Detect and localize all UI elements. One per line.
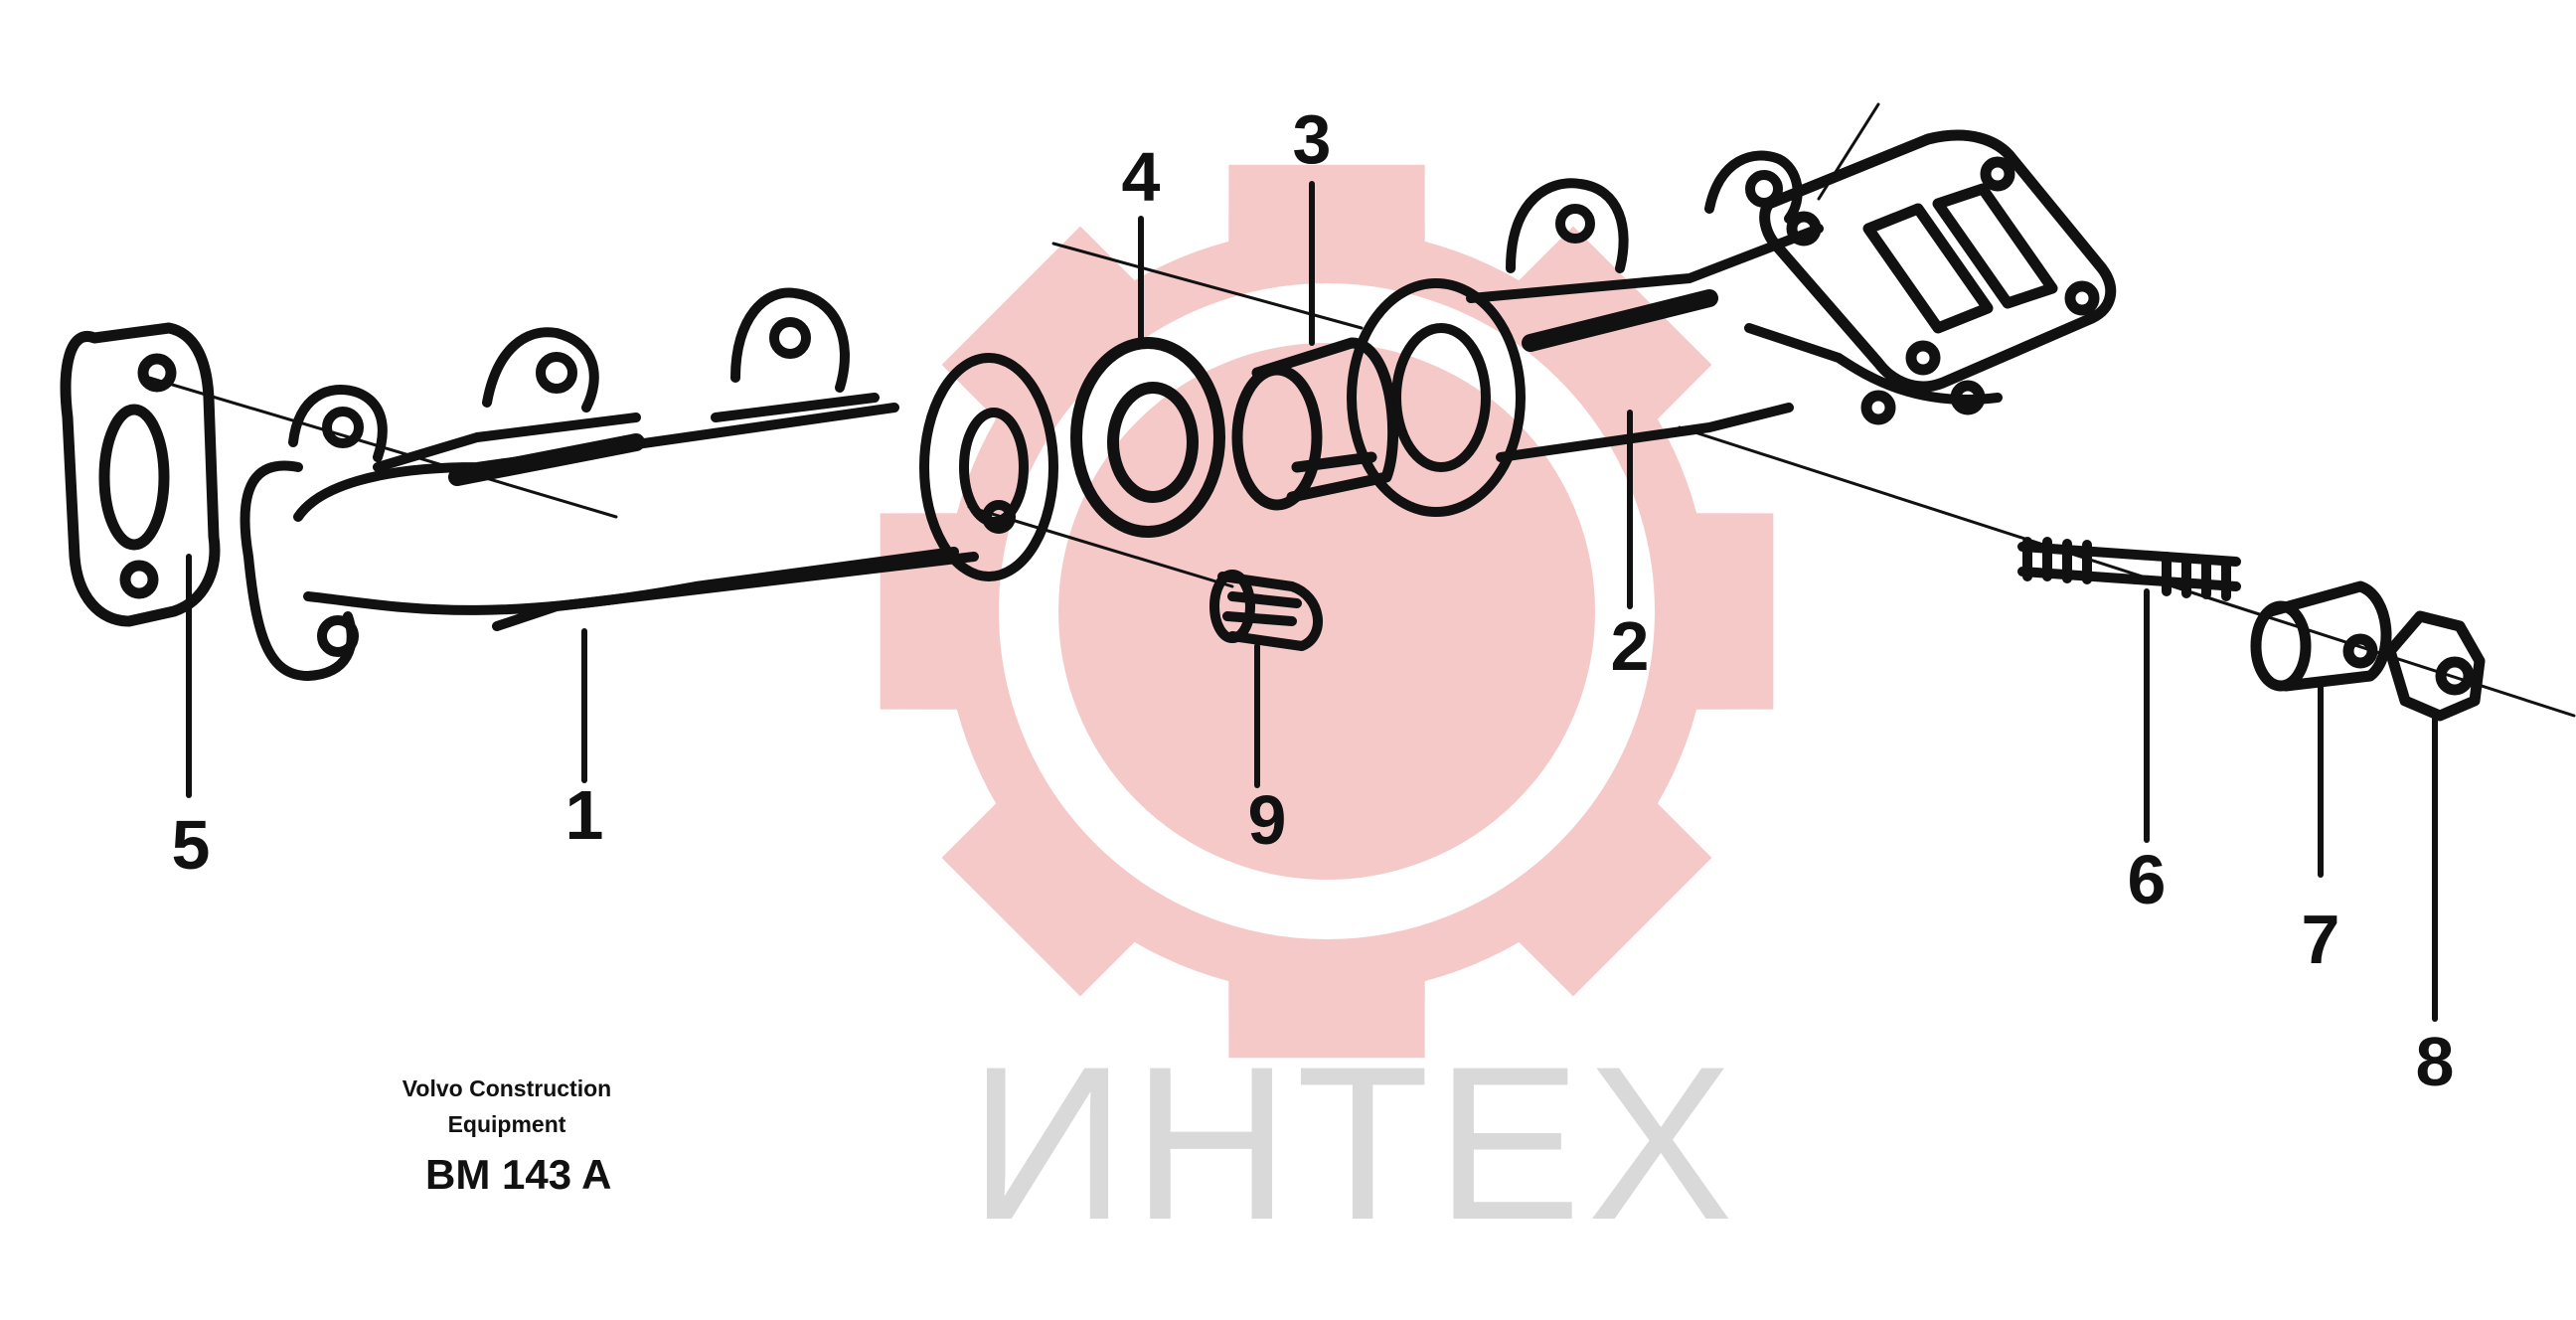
callout-1: 1 [564, 776, 604, 854]
callout-6: 6 [2127, 841, 2167, 918]
callout-8: 8 [2415, 1023, 2455, 1100]
callout-9: 9 [1247, 781, 1287, 859]
leader-lines [186, 181, 2438, 1022]
part-8-nut [2384, 610, 2486, 722]
callout-2: 2 [1610, 607, 1650, 685]
part-6-stud [2017, 537, 2241, 601]
caption-drawing-code: BM 143 A [425, 1151, 612, 1198]
part-7-spacer [2250, 580, 2392, 692]
part-5-gasket [60, 322, 221, 627]
part-3-sleeve [1231, 337, 1399, 511]
caption-manufacturer-line2: Equipment [447, 1111, 566, 1137]
part-2-manifold [1347, 150, 2003, 517]
part-9-plug [1209, 570, 1323, 651]
callout-7: 7 [2301, 901, 2340, 978]
gear-ring-outer [999, 283, 1655, 939]
callout-3: 3 [1292, 100, 1332, 178]
callout-5: 5 [171, 806, 211, 884]
part-2-outlet-flange [1759, 129, 2117, 425]
callout-4: 4 [1121, 138, 1161, 216]
caption-manufacturer: Volvo Construction [402, 1075, 612, 1101]
watermark-text: ИНТЕХ [969, 1021, 1739, 1265]
part-4-ring [1070, 337, 1225, 538]
part-1-flange [919, 353, 1058, 581]
part-1-manifold [240, 287, 979, 681]
